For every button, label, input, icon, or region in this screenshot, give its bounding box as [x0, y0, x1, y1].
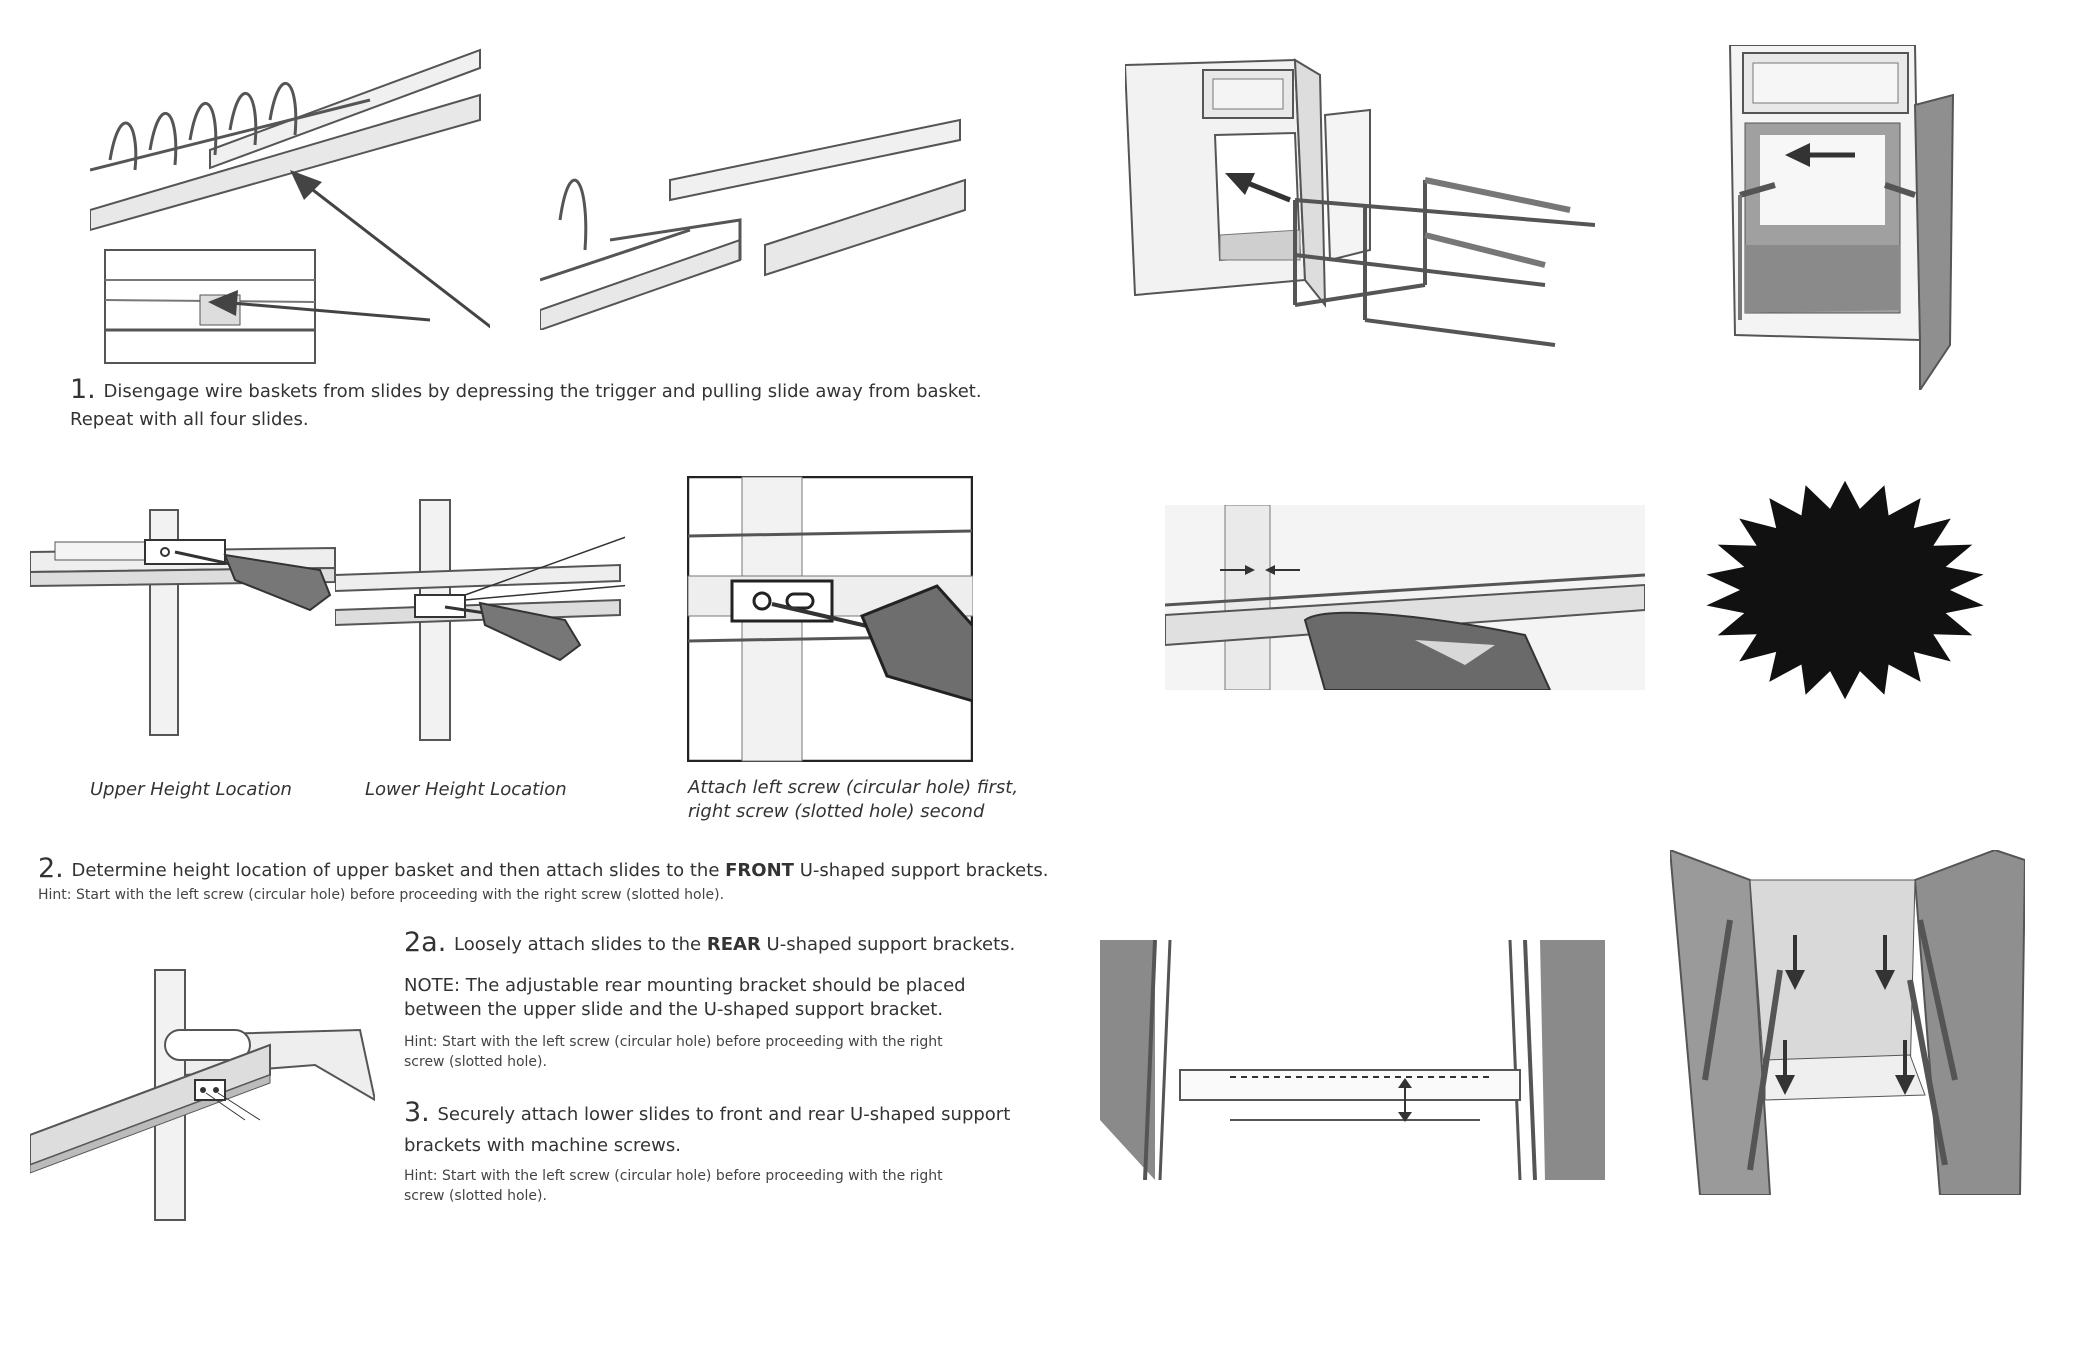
step-text-after: U-shaped support brackets. — [799, 860, 1049, 881]
figure-cabinet-slide-install — [1725, 45, 1955, 390]
caption-attach-line-2: right screw (slotted hole) second — [688, 801, 985, 822]
step-2-instruction: 2. Determine height location of upper ba… — [38, 855, 1049, 883]
figure-cabinet-bottom-measure — [1100, 940, 1605, 1180]
figure-cabinet-lower-slides — [1670, 850, 2025, 1195]
figure-lower-height-location — [335, 495, 625, 745]
caption-upper-height: Upper Height Location — [90, 779, 292, 800]
step-3-hint-line-2: screw (slotted hole). — [404, 1188, 547, 1204]
step-text: Disengage wire baskets from slides by de… — [103, 381, 982, 402]
figure-starburst-shape — [1700, 475, 1990, 705]
figure-drill-slide-detail — [1165, 505, 1645, 690]
step-text-before: Determine height location of upper baske… — [71, 860, 720, 881]
step-2a-instruction: 2a. Loosely attach slides to the REAR U-… — [404, 929, 1016, 957]
step-2a-note-line-2: between the upper slide and the U-shaped… — [404, 999, 944, 1020]
caption-attach-line-1: Attach left screw (circular hole) first, — [688, 777, 1019, 798]
step-number: 1. — [70, 374, 96, 405]
figure-screw-detail-inset — [687, 476, 973, 762]
figure-upper-height-location — [30, 500, 350, 740]
step-number: 2a. — [404, 927, 447, 958]
figure-basket-detached — [540, 110, 970, 330]
step-3-hint-line-1: Hint: Start with the left screw (circula… — [404, 1168, 943, 1184]
figure-rear-bracket — [30, 965, 375, 1225]
step-emphasis: FRONT — [725, 860, 794, 881]
step-3-instruction: 3. Securely attach lower slides to front… — [404, 1099, 1011, 1127]
figure-cabinet-insert-frame — [1125, 55, 1595, 385]
figure-basket-slide-detail — [90, 40, 490, 370]
step-text: Securely attach lower slides to front an… — [437, 1104, 1011, 1125]
step-2a-note-line-1: NOTE: The adjustable rear mounting brack… — [404, 975, 966, 996]
step-emphasis: REAR — [706, 934, 761, 955]
step-1-instruction-continued: Repeat with all four slides. — [70, 409, 309, 430]
step-number: 3. — [404, 1097, 430, 1128]
step-3-instruction-continued: brackets with machine screws. — [404, 1135, 681, 1156]
step-text-before: Loosely attach slides to the — [454, 934, 702, 955]
step-number: 2. — [38, 853, 64, 884]
caption-lower-height: Lower Height Location — [365, 779, 567, 800]
step-2a-hint-line-2: screw (slotted hole). — [404, 1054, 547, 1070]
step-2-hint: Hint: Start with the left screw (circula… — [38, 887, 725, 903]
step-1-instruction: 1. Disengage wire baskets from slides by… — [70, 376, 982, 404]
step-text-after: U-shaped support brackets. — [766, 934, 1016, 955]
step-2a-hint-line-1: Hint: Start with the left screw (circula… — [404, 1034, 943, 1050]
